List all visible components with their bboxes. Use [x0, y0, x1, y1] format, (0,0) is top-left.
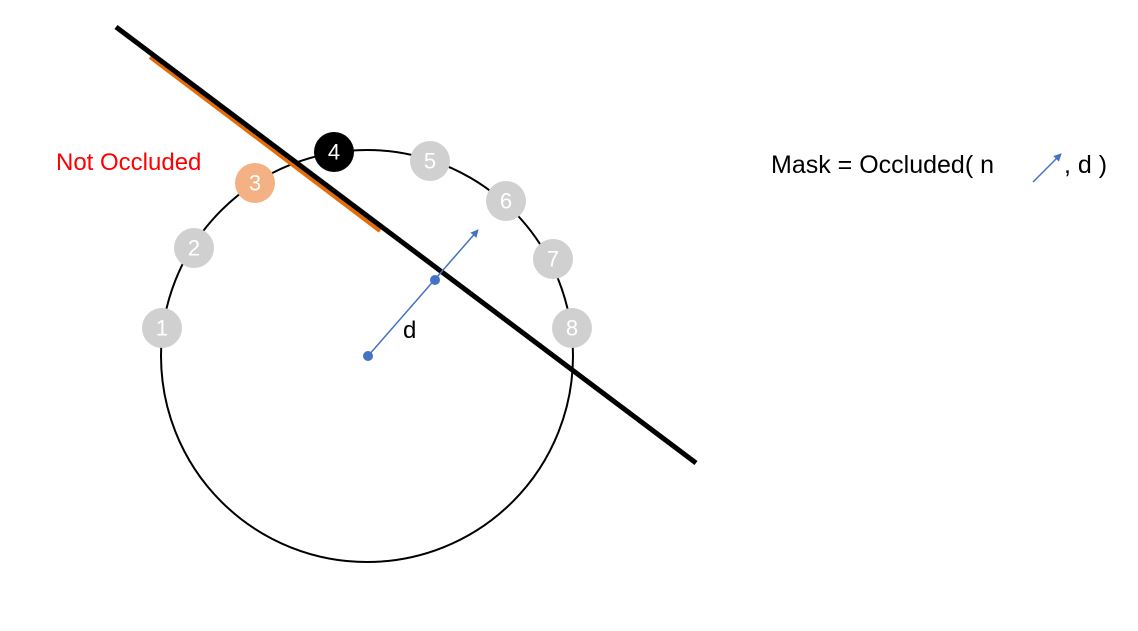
sample-circle — [160, 149, 574, 563]
sample-node-8-label: 8 — [566, 316, 578, 341]
sample-node-2-marker — [174, 228, 214, 268]
vector-origin-point — [363, 351, 373, 361]
sample-node-1-label: 1 — [156, 316, 168, 341]
normal-vector-arrow-icon — [1032, 153, 1062, 183]
occluding-plane-line — [114, 25, 698, 465]
sample-node-7-marker — [533, 239, 573, 279]
sample-node-8: 8 — [552, 308, 592, 348]
vector-intersection-point — [430, 275, 440, 285]
formula-prefix: Mask = Occluded( n — [771, 151, 995, 179]
sample-node-5-marker — [410, 141, 450, 181]
sample-node-7: 7 — [533, 239, 573, 279]
sample-node-6: 6 — [486, 181, 526, 221]
sample-node-7-label: 7 — [547, 247, 559, 272]
not-occluded-label: Not Occluded — [56, 149, 202, 176]
formula-suffix: , d ) — [1064, 151, 1108, 179]
sample-node-1: 1 — [142, 308, 182, 348]
sample-node-5: 5 — [410, 141, 450, 181]
direction-vector-arrow — [367, 229, 479, 357]
sample-node-2: 2 — [174, 228, 214, 268]
sample-node-4-marker — [314, 132, 354, 172]
sample-node-3: 3 — [235, 163, 275, 203]
sample-node-1-marker — [142, 308, 182, 348]
sample-node-3-marker — [235, 163, 275, 203]
sample-node-2-label: 2 — [188, 236, 200, 261]
sample-node-6-marker — [486, 181, 526, 221]
sample-node-4: 4 — [314, 132, 354, 172]
sample-node-4-label: 4 — [328, 140, 340, 165]
not-occluded-segment — [148, 55, 382, 233]
vector-d-label: d — [403, 317, 417, 344]
sample-node-5-label: 5 — [424, 149, 436, 174]
sample-node-6-label: 6 — [500, 189, 512, 214]
sample-node-3-label: 3 — [249, 171, 261, 196]
sample-node-8-marker — [552, 308, 592, 348]
